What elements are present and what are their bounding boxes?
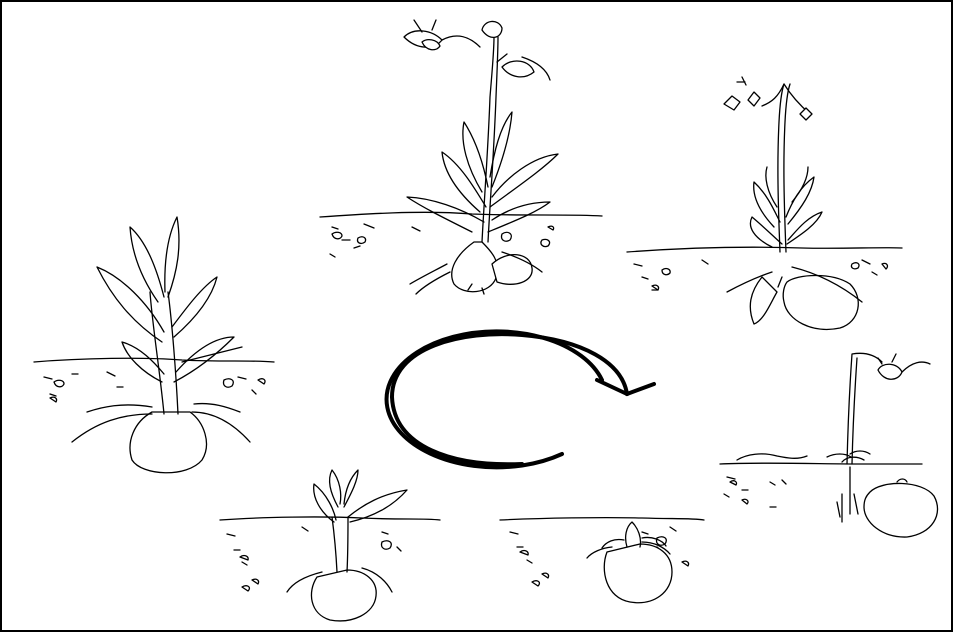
stage-leafy-shoot (34, 217, 274, 473)
cycle-arrow-icon (387, 331, 654, 467)
stage-dormant-tuber (500, 518, 704, 603)
stage-fruiting-plant (627, 77, 902, 329)
stage-flowering-plant (320, 20, 602, 294)
stage-senescent-plant (720, 353, 938, 537)
stage-rosette-emerging (220, 470, 440, 621)
